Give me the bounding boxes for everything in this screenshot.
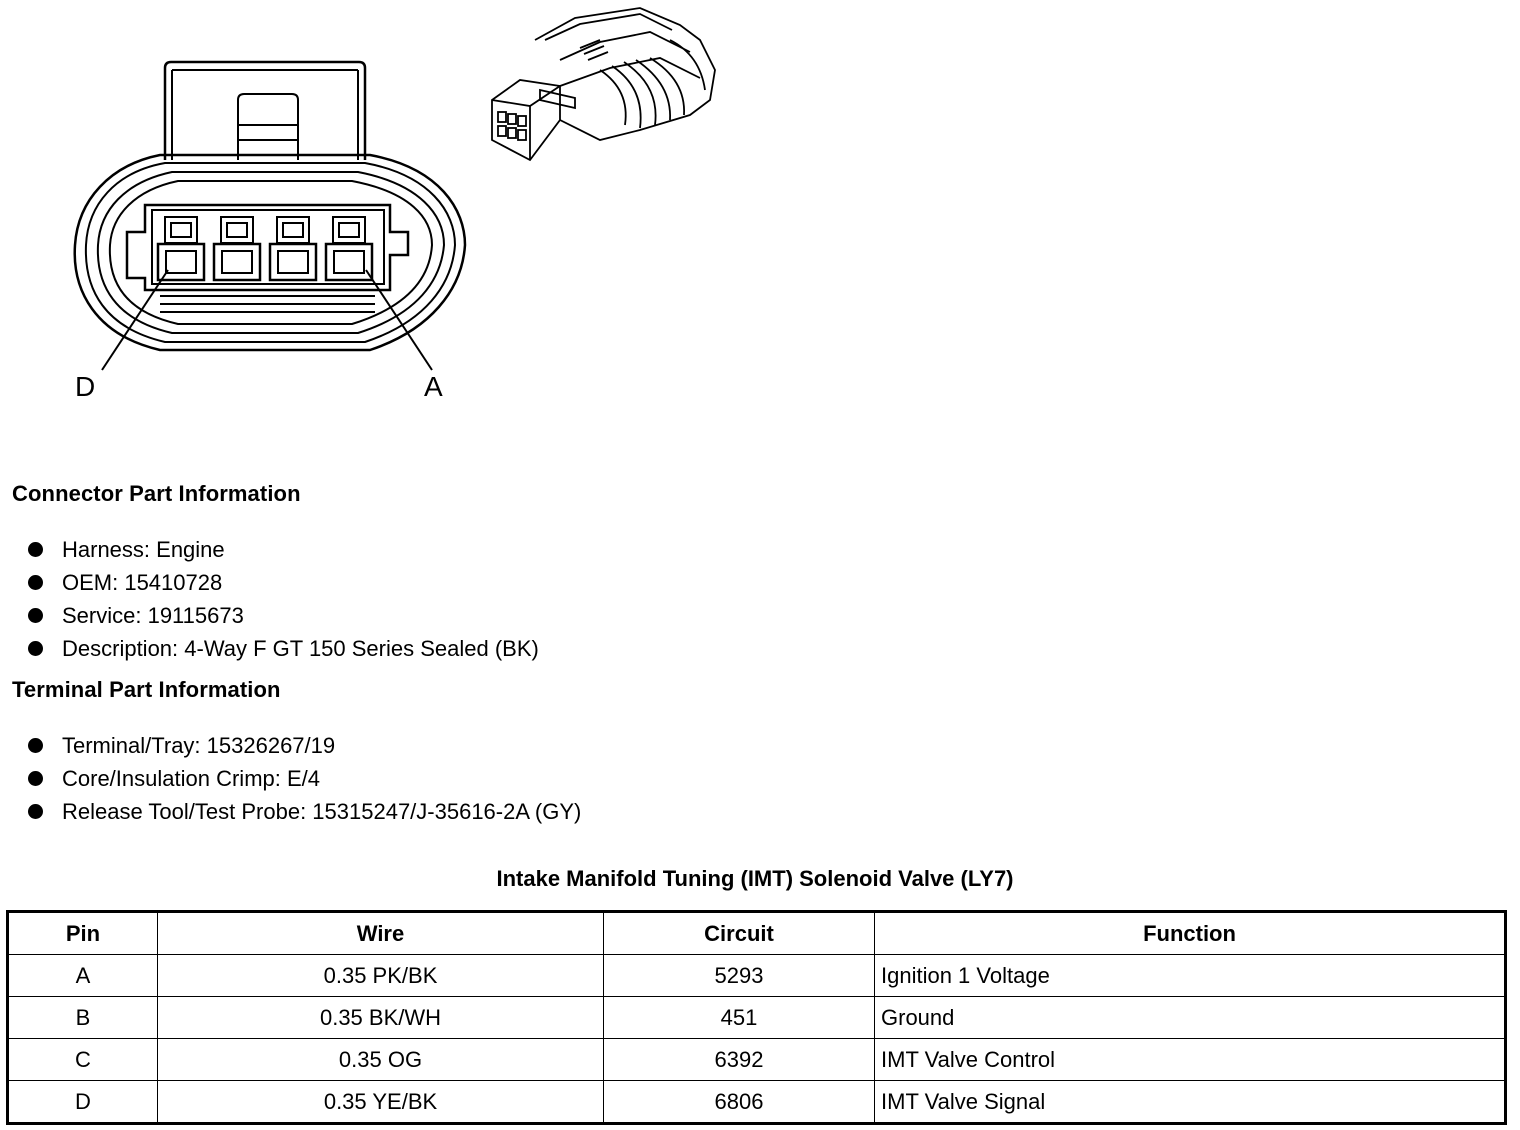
pin-cell: D (7, 1080, 158, 1124)
leader-line-a (365, 269, 433, 371)
list-item-text: Service: 19115673 (62, 603, 244, 628)
circuit-cell: 6806 (603, 1080, 875, 1124)
bullet-icon (28, 575, 43, 590)
cavity-b (268, 216, 318, 282)
circuit-cell: 451 (603, 996, 875, 1039)
column-header-function: Function (874, 911, 1506, 955)
list-item: Description: 4-Way F GT 150 Series Seale… (28, 632, 539, 665)
terminal-info-heading: Terminal Part Information (12, 677, 281, 702)
leader-line-d (101, 269, 169, 371)
function-cell: IMT Valve Control (874, 1038, 1506, 1081)
terminal-info-list: Terminal/Tray: 15326267/19 Core/Insulati… (28, 729, 581, 828)
pin-cell: B (7, 996, 158, 1039)
wire-cell: 0.35 BK/WH (157, 996, 604, 1039)
bullet-icon (28, 738, 43, 753)
table-row: C 0.35 OG 6392 IMT Valve Control (7, 1038, 1506, 1081)
bullet-icon (28, 771, 43, 786)
wire-cell: 0.35 YE/BK (157, 1080, 604, 1124)
list-item-text: Release Tool/Test Probe: 15315247/J-3561… (62, 799, 582, 824)
column-header-circuit: Circuit (603, 911, 875, 955)
circuit-cell: 6392 (603, 1038, 875, 1081)
function-cell: Ignition 1 Voltage (874, 954, 1506, 997)
list-item: Terminal/Tray: 15326267/19 (28, 729, 581, 762)
pin-label-a: A (424, 371, 443, 402)
connector-diagram: D A (73, 7, 716, 402)
connector-isometric-view (491, 7, 716, 162)
cavity-d (156, 216, 206, 282)
pin-cell: A (7, 954, 158, 997)
list-item-text: Terminal/Tray: 15326267/19 (62, 733, 336, 758)
list-item: Harness: Engine (28, 533, 539, 566)
connector-info-heading: Connector Part Information (12, 481, 301, 506)
list-item: Service: 19115673 (28, 599, 539, 632)
table-row: B 0.35 BK/WH 451 Ground (7, 996, 1506, 1039)
circuit-cell: 5293 (603, 954, 875, 997)
table-row: D 0.35 YE/BK 6806 IMT Valve Signal (7, 1080, 1506, 1124)
connector-face-view: D A (73, 60, 467, 402)
list-item-text: OEM: 15410728 (62, 570, 223, 595)
wire-cell: 0.35 PK/BK (157, 954, 604, 997)
cavity-c (212, 216, 262, 282)
list-item-text: Core/Insulation Crimp: E/4 (62, 766, 320, 791)
pinout-table: Pin Wire Circuit Function A 0.35 PK/BK 5… (6, 910, 1507, 1125)
pin-label-d: D (75, 371, 95, 402)
function-cell: Ground (874, 996, 1506, 1039)
bullet-icon (28, 641, 43, 656)
list-item: OEM: 15410728 (28, 566, 539, 599)
pin-cell: C (7, 1038, 158, 1081)
list-item-text: Harness: Engine (62, 537, 225, 562)
column-header-wire: Wire (157, 911, 604, 955)
bullet-icon (28, 542, 43, 557)
function-cell: IMT Valve Signal (874, 1080, 1506, 1124)
cavity-a (324, 216, 374, 282)
bullet-icon (28, 804, 43, 819)
column-header-pin: Pin (7, 911, 158, 955)
connector-info-list: Harness: Engine OEM: 15410728 Service: 1… (28, 533, 539, 665)
wire-cell: 0.35 OG (157, 1038, 604, 1081)
list-item: Release Tool/Test Probe: 15315247/J-3561… (28, 795, 581, 828)
list-item-text: Description: 4-Way F GT 150 Series Seale… (62, 636, 539, 661)
bullet-icon (28, 608, 43, 623)
table-header-row: Pin Wire Circuit Function (7, 911, 1506, 955)
table-row: A 0.35 PK/BK 5293 Ignition 1 Voltage (7, 954, 1506, 997)
table-title: Intake Manifold Tuning (IMT) Solenoid Va… (496, 866, 1014, 891)
list-item: Core/Insulation Crimp: E/4 (28, 762, 581, 795)
